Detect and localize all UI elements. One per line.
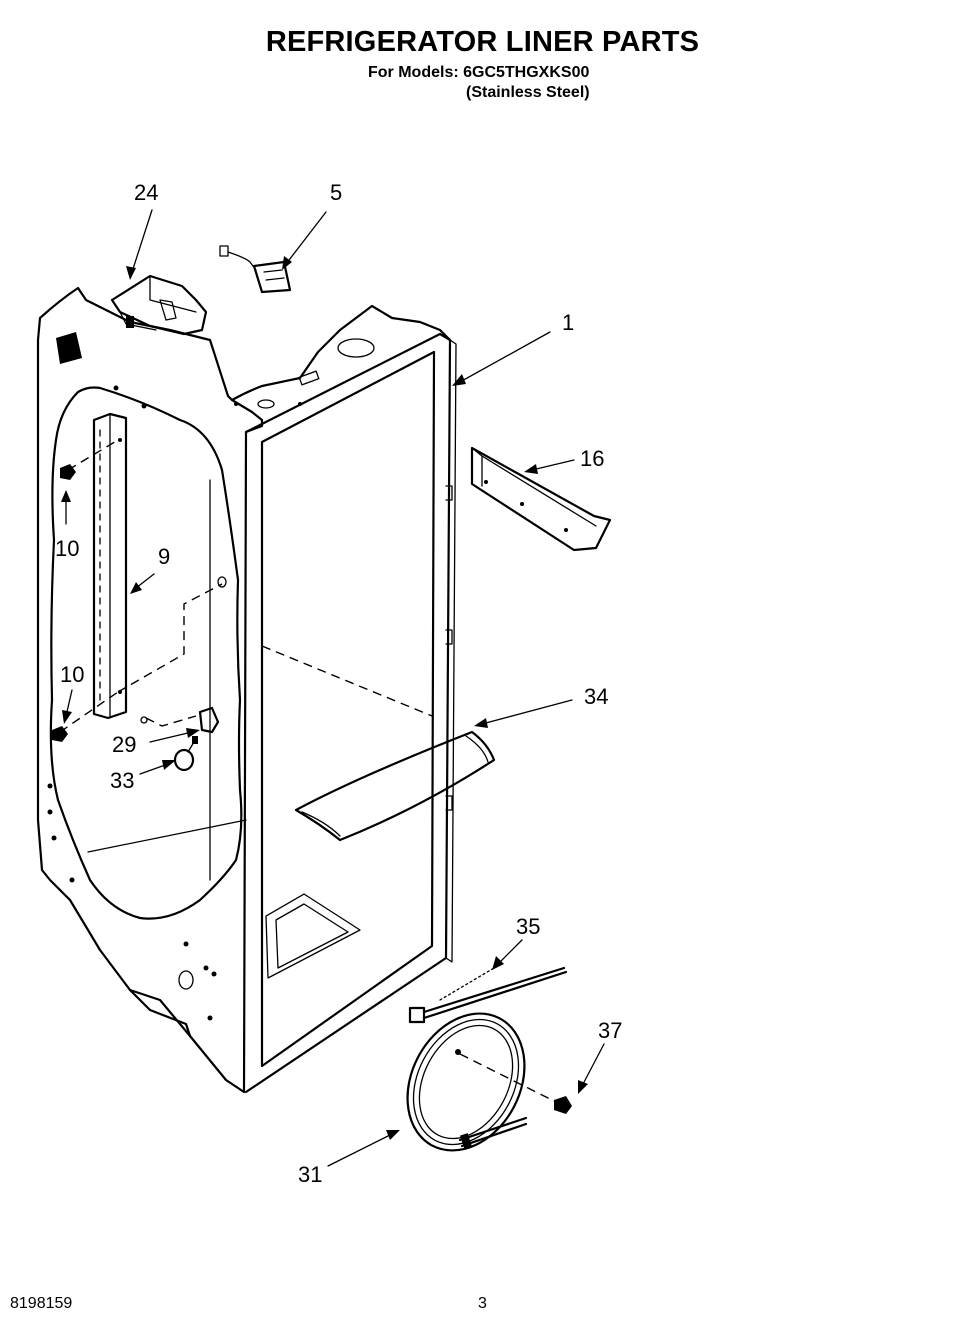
callout-29: 29 <box>112 732 137 757</box>
screw-part-10-lower <box>52 726 68 742</box>
thermistor-part-5 <box>219 245 292 294</box>
callout-31: 31 <box>298 1162 323 1187</box>
cable-tie-part-35 <box>408 966 568 1024</box>
callout-10-upper: 10 <box>55 536 80 561</box>
document-number: 8198159 <box>10 1295 73 1312</box>
callout-5: 5 <box>330 180 343 205</box>
light-socket-part-29 <box>140 706 220 734</box>
liner-cabinet <box>36 286 457 1094</box>
light-cover-part-34 <box>294 730 496 842</box>
screw-part-37 <box>554 1096 572 1114</box>
light-bulb-part-33 <box>173 736 198 772</box>
callout-9: 9 <box>158 544 171 569</box>
callout-34: 34 <box>584 684 609 709</box>
water-tube-part-31 <box>406 1012 561 1152</box>
callout-10-lower: 10 <box>60 662 85 687</box>
shelf-rail-part-9 <box>59 412 227 733</box>
page-title: REFRIGERATOR LINER PARTS <box>265 26 700 58</box>
callout-24: 24 <box>134 180 159 205</box>
callout-37: 37 <box>598 1018 623 1043</box>
callout-16: 16 <box>580 446 605 471</box>
callout-33: 33 <box>110 768 135 793</box>
page-number: 3 <box>478 1295 487 1312</box>
screw-part-10-upper <box>60 464 76 480</box>
bracket-part-16 <box>470 446 612 552</box>
callout-35: 35 <box>516 914 541 939</box>
variant-line: (Stainless Steel) <box>466 84 590 101</box>
models-line: For Models: 6GC5THGXKS00 <box>368 64 590 81</box>
leader-lines <box>61 209 605 1167</box>
callout-1: 1 <box>562 310 575 335</box>
control-housing-part-24 <box>110 274 208 336</box>
